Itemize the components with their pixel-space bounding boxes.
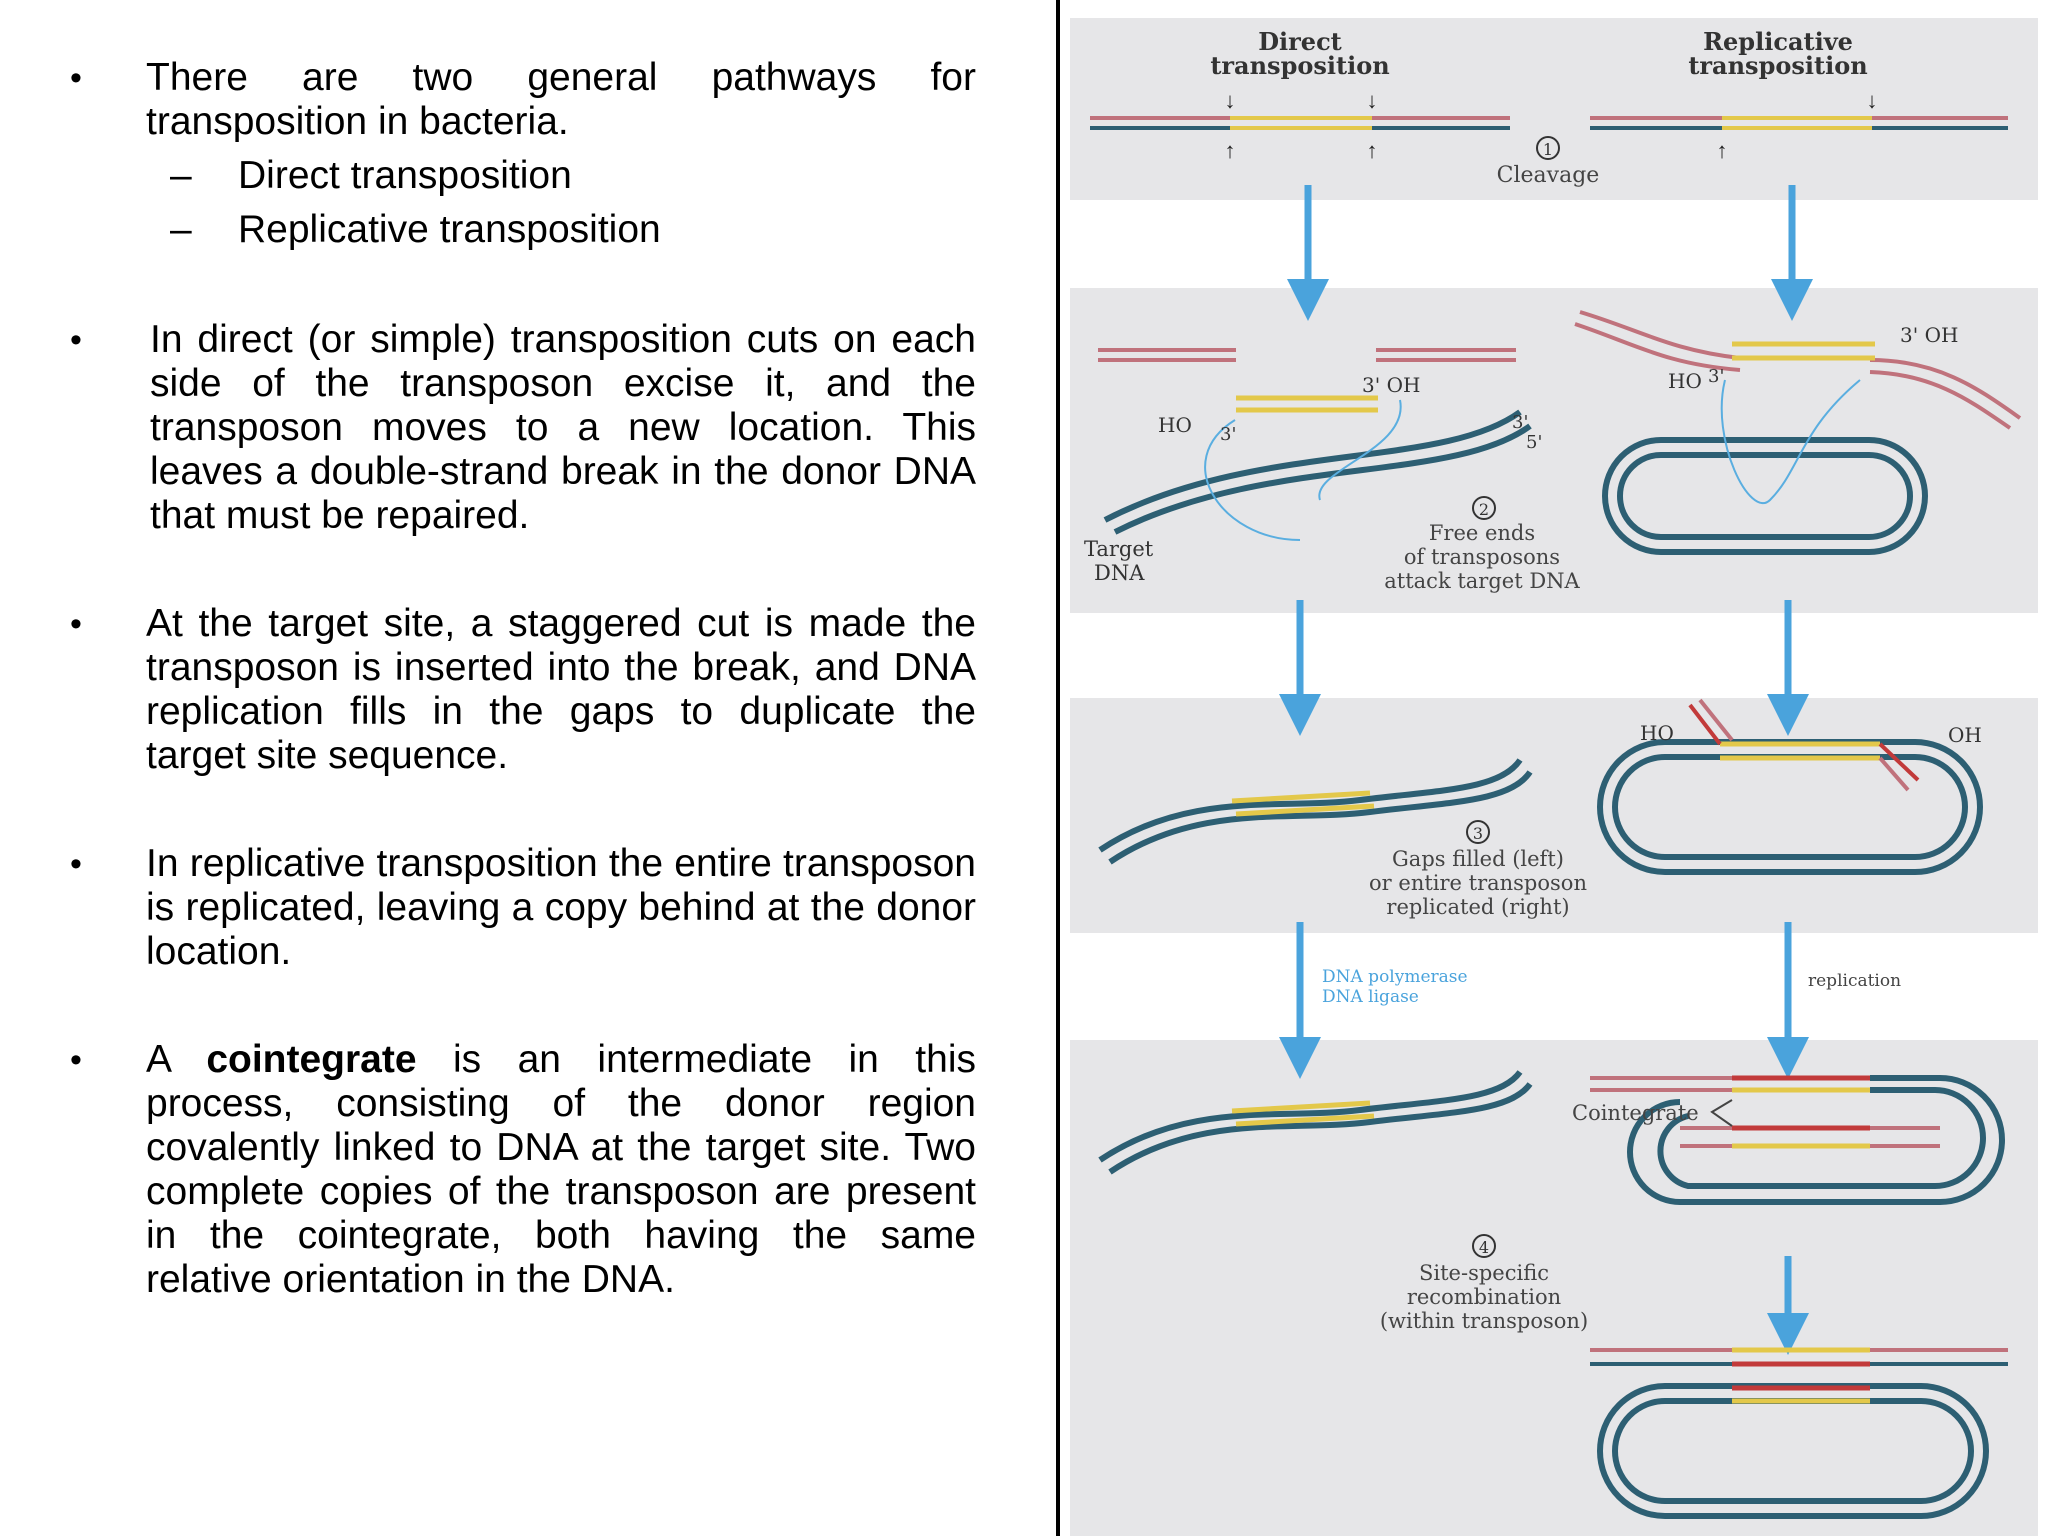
cointegrate-structure xyxy=(1590,1075,2005,1205)
step2-circle xyxy=(1472,496,1496,520)
bullet-marker: • xyxy=(70,59,82,97)
bullet-text: In direct (or simple) transposition cuts… xyxy=(150,318,976,537)
cut-up-arrow: ↑ xyxy=(1717,138,1728,163)
bullet-text: At the target site, a staggered cut is m… xyxy=(146,602,976,777)
cut-down-arrow: ↓ xyxy=(1225,88,1236,113)
step3-circle xyxy=(1466,820,1490,844)
panel-step3 xyxy=(1070,698,2038,933)
step1-label: Cleavage xyxy=(1497,163,1600,188)
step4-label-1: Site-specific xyxy=(1419,1261,1549,1285)
cointegrate-post: is an intermediate in this process, cons… xyxy=(146,1038,976,1301)
final-target-circle xyxy=(1597,1383,1989,1519)
cointegrate-label: Cointegrate xyxy=(1572,1101,1699,1125)
cut-up-arrow: ↑ xyxy=(1225,138,1236,163)
step1-right-dna: ↓ ↑ xyxy=(1590,88,2008,163)
three-prime-left: 3' xyxy=(1220,424,1236,445)
cut-up-arrow: ↑ xyxy=(1367,138,1378,163)
replication-label: replication xyxy=(1808,971,1901,991)
ho-label-left: HO xyxy=(1158,413,1192,437)
header-replicative-1: Replicative xyxy=(1703,27,1853,56)
ho-label-right: HO xyxy=(1668,369,1702,393)
three-oh-left: 3' OH xyxy=(1362,373,1420,397)
dash-marker: – xyxy=(170,208,192,251)
step3-number: 3 xyxy=(1473,824,1483,843)
bullet-marker: • xyxy=(70,845,82,883)
step1-number: 1 xyxy=(1543,140,1553,159)
step3-left xyxy=(1098,758,1533,865)
cointegrate-pre: A xyxy=(146,1038,207,1081)
bullet-marker: • xyxy=(70,605,82,643)
step4-circle xyxy=(1472,1234,1496,1258)
step4-number: 4 xyxy=(1479,1238,1489,1257)
step4-label-2: recombination xyxy=(1407,1285,1561,1309)
step3-label-2: or entire transposon xyxy=(1369,871,1587,895)
three-oh-right: 3' OH xyxy=(1900,323,1958,347)
panel-step2 xyxy=(1070,288,2038,613)
header-direct-2: transposition xyxy=(1210,51,1389,80)
transposition-diagram: Direct transposition Replicative transpo… xyxy=(1060,0,2048,1536)
three-prime-right: 3' xyxy=(1708,366,1724,387)
step3-label-1: Gaps filled (left) xyxy=(1392,847,1564,871)
bullet-text: In replicative transposition the entire … xyxy=(146,842,976,973)
step4-label-3: (within transposon) xyxy=(1380,1309,1588,1333)
column-divider xyxy=(1056,0,1060,1536)
sub-item-text: Direct transposition xyxy=(238,154,572,197)
header-direct-1: Direct xyxy=(1258,27,1342,56)
step3-right xyxy=(1597,698,1983,875)
cut-down-arrow: ↓ xyxy=(1367,88,1378,113)
cointegrate-term: cointegrate xyxy=(206,1038,417,1081)
final-donor-dna xyxy=(1590,1347,2008,1367)
target-dna-label-1: Target xyxy=(1084,537,1154,561)
text-column: • There are two general pathways for tra… xyxy=(70,56,976,1302)
bullet-marker: • xyxy=(70,321,82,359)
step2-label-2: of transposons xyxy=(1404,545,1560,569)
step2-left xyxy=(1098,348,1532,541)
cut-down-arrow: ↓ xyxy=(1867,88,1878,113)
bullet-marker: • xyxy=(70,1041,82,1079)
step2-label-1: Free ends xyxy=(1429,521,1535,545)
dash-marker: – xyxy=(170,154,192,197)
sub-item-text: Replicative transposition xyxy=(238,208,661,251)
oh-label-step3: OH xyxy=(1948,723,1982,747)
bullet-text: A cointegrate is an intermediate in this… xyxy=(146,1038,976,1302)
step2-number: 2 xyxy=(1479,500,1489,519)
five-prime-target: 5' xyxy=(1526,432,1542,453)
step1-left-dna: ↓ ↓ ↑ ↑ xyxy=(1090,88,1510,163)
panel-step4 xyxy=(1070,1040,2038,1536)
panel-step1 xyxy=(1070,18,2038,200)
three-prime-target: 3' xyxy=(1512,412,1528,433)
step4-left xyxy=(1098,1070,1533,1175)
header-replicative-2: transposition xyxy=(1688,51,1867,80)
step3-label-3: replicated (right) xyxy=(1386,895,1569,919)
diagram-svg: Direct transposition Replicative transpo… xyxy=(1070,18,2038,1536)
step1-circle xyxy=(1536,136,1560,160)
enzyme-label-1: DNA polymerase xyxy=(1322,967,1468,987)
step2-right xyxy=(1574,310,2022,555)
ho-label-step3: HO xyxy=(1640,721,1674,745)
step2-label-3: attack target DNA xyxy=(1384,569,1580,593)
enzyme-label-2: DNA ligase xyxy=(1322,987,1419,1007)
target-dna-label-2: DNA xyxy=(1094,561,1145,585)
bullet-text: There are two general pathways for trans… xyxy=(146,56,976,143)
